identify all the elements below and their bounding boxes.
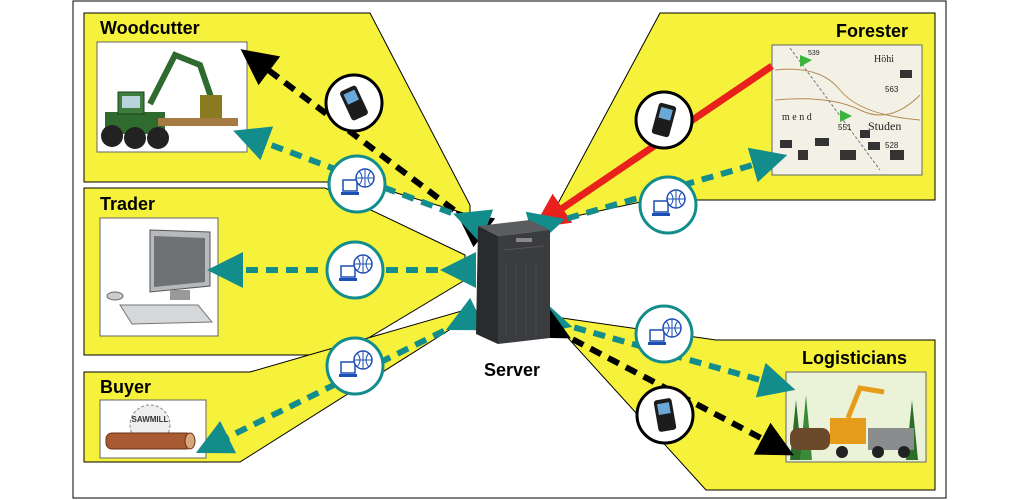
- network-computer-icon: [341, 168, 375, 195]
- map-icon: [774, 47, 921, 171]
- desktop-pc-image: [99, 217, 219, 337]
- arrow-buyer-network: [195, 297, 487, 454]
- network-computer-icon: [339, 350, 373, 377]
- sawmill-icon: SAWMILL: [105, 404, 196, 450]
- network-computer-icon: [339, 254, 373, 281]
- map-label-551: 551: [838, 123, 852, 132]
- network-badge-buyer: [325, 336, 385, 396]
- mobile-phone-icon: [653, 398, 677, 432]
- map-label-studen: Studen: [868, 119, 901, 133]
- harvester-image: [96, 41, 248, 153]
- logisticians-label: Logisticians: [802, 348, 907, 368]
- mobile-badge-woodcutter: [324, 73, 384, 133]
- excavator-image: [785, 371, 927, 463]
- desktop-pc-icon: [106, 229, 214, 325]
- harvester-icon: [101, 51, 238, 149]
- network-computer-icon: [648, 318, 682, 345]
- woodcutter-label: Woodcutter: [100, 18, 200, 38]
- mobile-phone-icon: [651, 102, 677, 138]
- network-badge-trader: [325, 240, 385, 300]
- network-badge-logisticians: [634, 304, 694, 364]
- buyer-label: Buyer: [100, 377, 151, 397]
- map-label-528: 528: [885, 141, 899, 150]
- server-label: Server: [484, 360, 540, 380]
- mobile-phone-icon: [340, 85, 368, 121]
- sawmill-text: SAWMILL: [132, 415, 169, 424]
- map-label-563: 563: [885, 85, 899, 94]
- network-badge-woodcutter: [327, 154, 387, 214]
- map-label-mend: m e n d: [782, 112, 812, 123]
- map-image: Höhi 539 563 551 528 m e n d Studen: [771, 44, 923, 176]
- excavator-icon: [790, 385, 918, 460]
- map-label-539: 539: [808, 50, 820, 57]
- mobile-badge-forester: [634, 90, 694, 150]
- forester-label: Forester: [836, 21, 908, 41]
- trader-label: Trader: [100, 194, 155, 214]
- map-label-hoehe: Höhi: [874, 54, 894, 65]
- network-badge-forester: [638, 175, 698, 235]
- mobile-badge-logisticians: [635, 385, 695, 445]
- network-computer-icon: [652, 189, 686, 216]
- sawmill-image: SAWMILL: [99, 399, 207, 459]
- server-tower-icon: [476, 220, 550, 344]
